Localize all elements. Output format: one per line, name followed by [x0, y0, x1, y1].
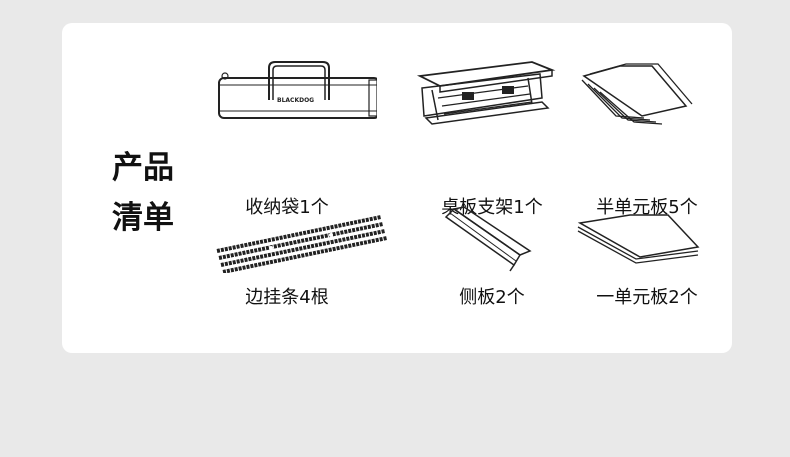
full-unit-boards-icon — [577, 214, 700, 264]
item-label: 半单元板5个 — [596, 197, 698, 218]
item-label: 收纳袋1个 — [245, 197, 329, 218]
brand-logo: BLACKDOG — [277, 97, 314, 104]
title-line-1: 产品 — [112, 150, 174, 186]
half-unit-boards-icon — [581, 63, 693, 125]
table-frame-icon — [416, 61, 556, 125]
item-label: 一单元板2个 — [596, 287, 698, 308]
product-list-card: 产品 清单 BLACKDOG 收纳袋1个 桌板支架1个 — [62, 23, 732, 353]
item-label: 侧板2个 — [459, 287, 525, 308]
title-line-2: 清单 — [112, 200, 174, 236]
side-board-icon — [444, 206, 532, 272]
item-label: 边挂条4根 — [245, 287, 329, 308]
storage-bag-icon: BLACKDOG — [218, 61, 377, 119]
side-hanging-strips-icon — [216, 215, 388, 273]
section-title: 产品 清单 — [112, 143, 192, 243]
item-label: 桌板支架1个 — [441, 197, 543, 218]
